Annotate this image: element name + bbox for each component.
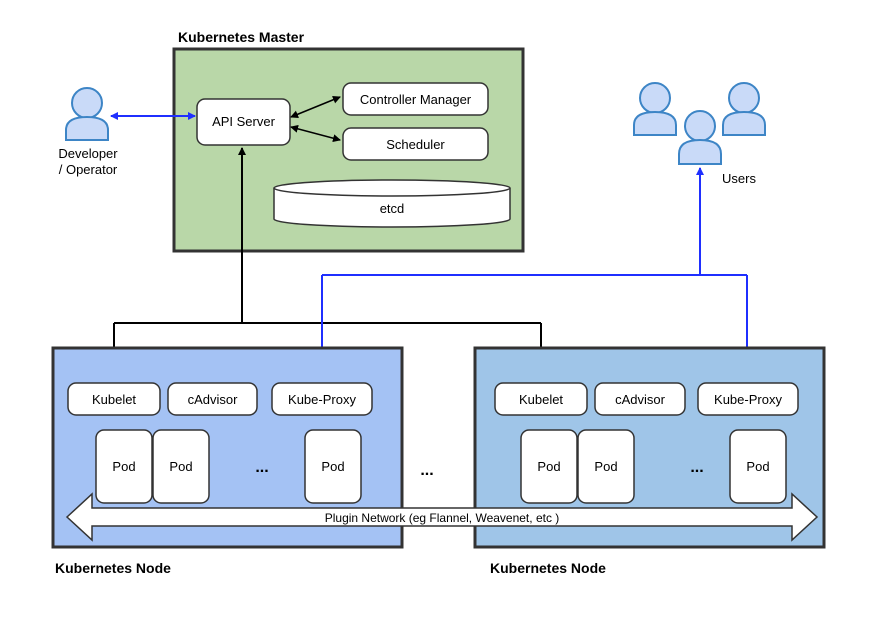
pod-label: Pod xyxy=(746,459,769,474)
pod-label: Pod xyxy=(537,459,560,474)
node-right-cadvisor[interactable]: cAdvisor xyxy=(594,382,686,416)
pod-label: Pod xyxy=(169,459,192,474)
between-nodes-ellipsis: ... xyxy=(420,462,433,479)
cadvisor-label: cAdvisor xyxy=(188,392,239,407)
api-scheduler-arrow xyxy=(290,124,341,143)
users-label: Users xyxy=(722,171,756,186)
node-right-pod-2[interactable]: Pod xyxy=(577,429,635,504)
kubelet-label: Kubelet xyxy=(519,392,563,407)
developer-icon xyxy=(65,87,109,141)
master-title: Kubernetes Master xyxy=(178,29,305,45)
etcd-label: etcd xyxy=(380,201,405,216)
developer-label-line2: / Operator xyxy=(59,162,118,177)
node-right-kubelet[interactable]: Kubelet xyxy=(494,382,588,416)
scheduler-box[interactable]: Scheduler xyxy=(342,127,489,161)
api-server-label: API Server xyxy=(212,114,276,129)
pod-label: Pod xyxy=(112,459,135,474)
scheduler-label: Scheduler xyxy=(386,137,445,152)
controller-manager-label: Controller Manager xyxy=(360,92,472,107)
kube-proxy-label: Kube-Proxy xyxy=(714,392,782,407)
etcd-cylinder[interactable]: etcd xyxy=(273,179,511,228)
api-server-box[interactable]: API Server xyxy=(196,98,291,146)
plugin-network-label: Plugin Network (eg Flannel, Weavenet, et… xyxy=(325,511,560,525)
controller-manager-box[interactable]: Controller Manager xyxy=(342,82,489,116)
node-left-title: Kubernetes Node xyxy=(55,560,171,576)
node-right-kube-proxy[interactable]: Kube-Proxy xyxy=(697,382,799,416)
developer-label-line1: Developer xyxy=(58,146,118,161)
node-left-pod-1[interactable]: Pod xyxy=(95,429,153,504)
users-icon xyxy=(633,82,766,165)
node-left-pod-3[interactable]: Pod xyxy=(304,429,362,504)
kubelet-label: Kubelet xyxy=(92,392,136,407)
node-left-kube-proxy[interactable]: Kube-Proxy xyxy=(271,382,373,416)
plugin-network-arrow xyxy=(65,492,819,542)
pod-label: Pod xyxy=(594,459,617,474)
node-left-pod-2[interactable]: Pod xyxy=(152,429,210,504)
cadvisor-label: cAdvisor xyxy=(615,392,666,407)
node-left-cadvisor[interactable]: cAdvisor xyxy=(167,382,258,416)
node-right-pod-1[interactable]: Pod xyxy=(520,429,578,504)
pods-ellipsis: ... xyxy=(255,459,268,476)
kube-proxy-label: Kube-Proxy xyxy=(288,392,356,407)
node-right-pod-3[interactable]: Pod xyxy=(729,429,787,504)
api-controller-arrow xyxy=(290,95,341,119)
pods-ellipsis: ... xyxy=(690,459,703,476)
pod-label: Pod xyxy=(321,459,344,474)
node-left-kubelet[interactable]: Kubelet xyxy=(67,382,161,416)
node-right-title: Kubernetes Node xyxy=(490,560,606,576)
